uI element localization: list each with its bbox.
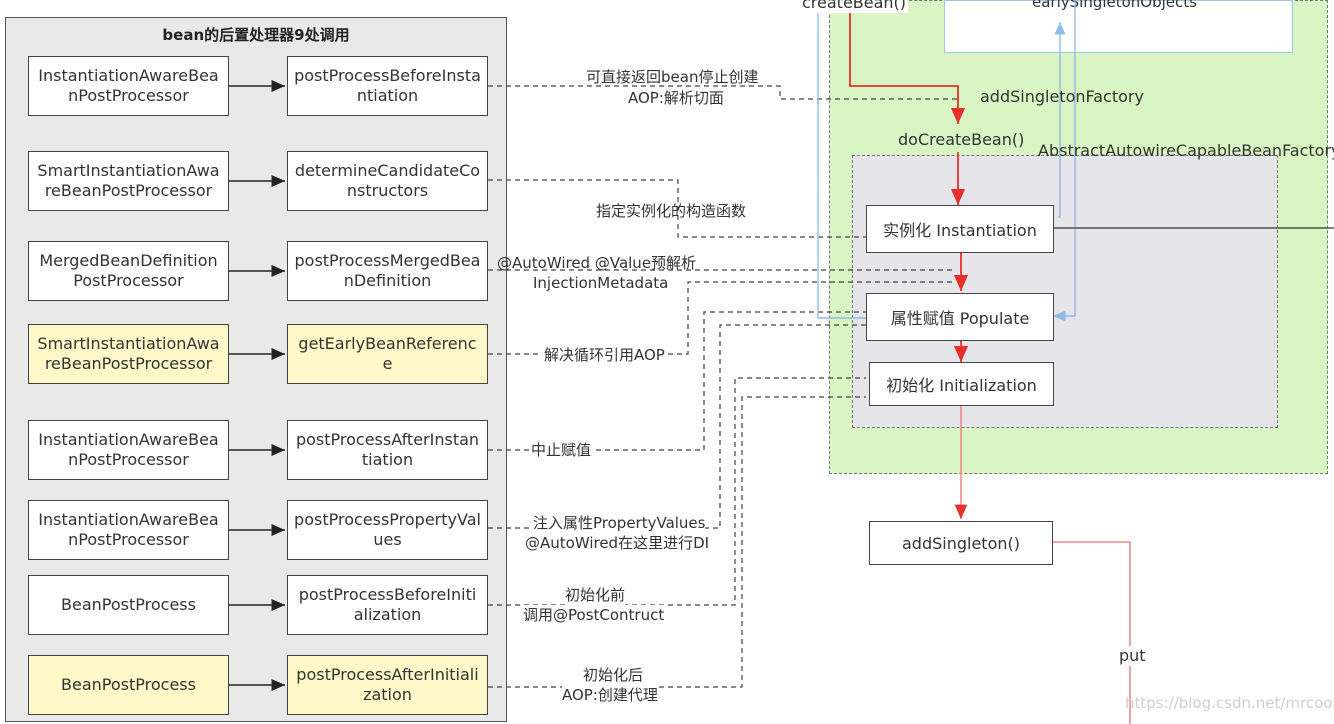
factory-name-label: AbstractAutowireCapableBeanFactory [1038, 141, 1334, 160]
note-text: AOP:解析切面 [628, 89, 724, 107]
method-box: postProcessAfterInstantiation [287, 420, 488, 480]
note-text: AOP:创建代理 [562, 685, 658, 705]
add-singleton-box: addSingleton() [869, 521, 1053, 565]
method-box: postProcessMergedBeanDefinition [287, 241, 488, 301]
processor-box: BeanPostProcess [28, 575, 229, 635]
processor-box: SmartInstantiationAwareBeanPostProcessor [28, 151, 229, 211]
instantiation-box: 实例化 Instantiation [866, 205, 1054, 253]
red-flow [849, 0, 969, 362]
add-singleton-factory-label: addSingletonFactory [980, 87, 1144, 106]
red-flow-light [954, 406, 1131, 724]
method-box-highlighted: getEarlyBeanReference [287, 324, 488, 384]
processor-box: InstantiationAwareBeanPostProcessor [28, 56, 229, 116]
note-text: 初始化前 [565, 585, 626, 605]
note-text: 调用@PostContruct [523, 605, 665, 625]
method-box: postProcessBeforeInstantiation [287, 56, 488, 116]
processor-box: MergedBeanDefinitionPostProcessor [28, 241, 229, 301]
note-text: 解决循环引用AOP [542, 345, 667, 365]
note-text: 中止赋值 [529, 440, 594, 460]
early-singleton-objects-box [944, 0, 1293, 53]
do-create-bean-label: doCreateBean() [898, 130, 1025, 149]
processor-box: InstantiationAwareBeanPostProcessor [28, 420, 229, 480]
early-singleton-objects-label: earlySingletonObjects [1032, 0, 1197, 11]
note-text: @AutoWired @Value预解析 [497, 254, 697, 272]
put-label: put [1117, 646, 1148, 666]
populate-box: 属性赋值 Populate [866, 293, 1054, 341]
note-text: 初始化后 [583, 665, 644, 685]
method-box: postProcessPropertyValues [287, 500, 488, 560]
processor-box: InstantiationAwareBeanPostProcessor [28, 500, 229, 560]
watermark: https://blog.csdn.net/mrcool2012 [1125, 694, 1334, 712]
method-box-highlighted: postProcessAfterInitialization [287, 655, 488, 715]
blue-links [817, 0, 1076, 322]
note-text: 可直接返回bean停止创建 [586, 68, 759, 86]
create-bean-label: createBean() [800, 0, 909, 13]
processor-box-highlighted: SmartInstantiationAwareBeanPostProcessor [28, 324, 229, 384]
note-text: InjectionMetadata [533, 274, 669, 292]
processor-to-method-arrows [229, 80, 285, 691]
method-box: postProcessBeforeInitialization [287, 575, 488, 635]
note-text: 指定实例化的构造函数 [596, 202, 747, 220]
initialization-box: 初始化 Initialization [869, 362, 1054, 406]
note-text: 注入属性PropertyValues [533, 513, 706, 533]
processor-box-highlighted: BeanPostProcess [28, 655, 229, 715]
panel-title: bean的后置处理器9处调用 [162, 26, 350, 44]
note-text: @AutoWired在这里进行DI [525, 533, 710, 553]
method-box: determineCandidateConstructors [287, 151, 488, 211]
